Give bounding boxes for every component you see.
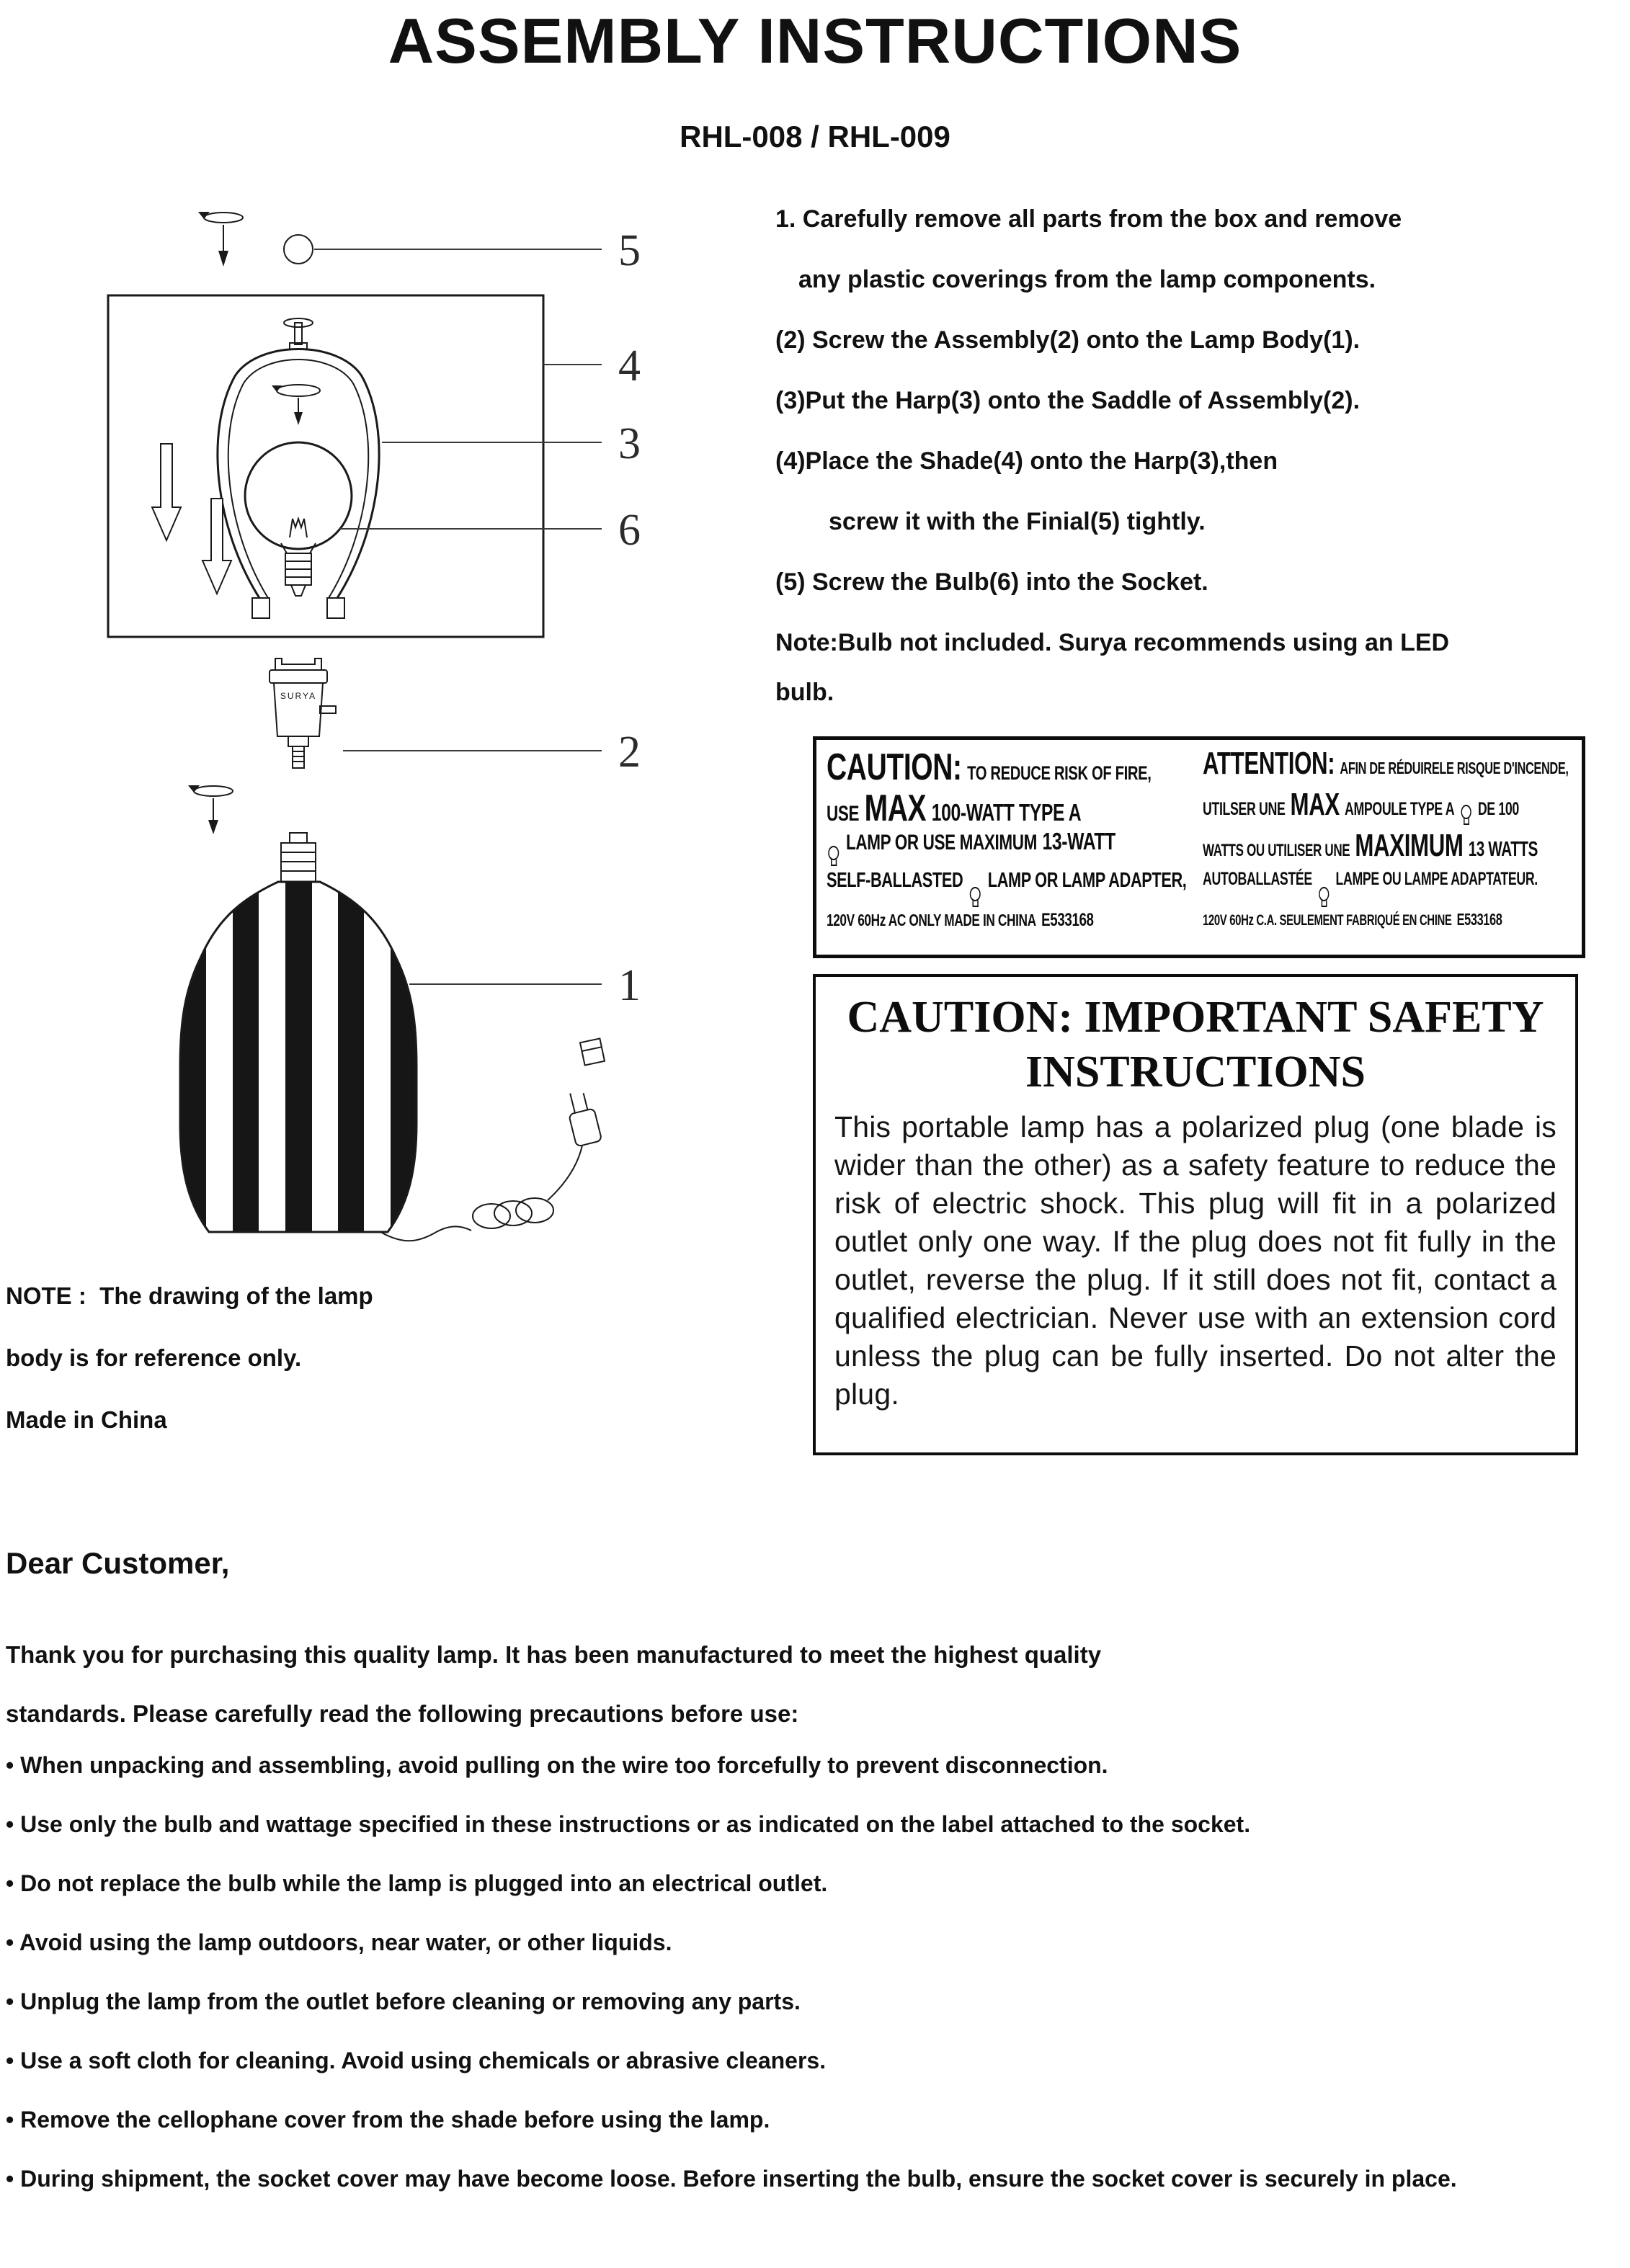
caution-line2a: USE bbox=[827, 802, 860, 826]
caution-line4a: SELF-BALLASTED bbox=[827, 869, 963, 892]
safety-title-line2: INSTRUCTIONS bbox=[1025, 1048, 1366, 1097]
attention-word: ATTENTION: bbox=[1203, 746, 1335, 781]
model-number: RHL-008 / RHL-009 bbox=[680, 120, 950, 153]
precaution-item: Do not replace the bulb while the lamp i… bbox=[6, 1865, 1555, 1902]
harp-part bbox=[216, 348, 380, 619]
attention-maximum-word: MAXIMUM bbox=[1355, 828, 1464, 863]
assembly-steps: 1. Carefully remove all parts from the b… bbox=[775, 189, 1611, 712]
callout-number-assembly: 2 bbox=[618, 728, 641, 777]
assembly-step-line: (3)Put the Harp(3) onto the Saddle of As… bbox=[775, 387, 1360, 414]
power-plug bbox=[569, 1092, 602, 1147]
caution-line2b: 100-WATT TYPE A bbox=[931, 799, 1082, 826]
precautions-list: When unpacking and assembling, avoid pul… bbox=[6, 1746, 1555, 2197]
finial-rotation-arrows bbox=[198, 212, 244, 267]
caution-max-word: MAX bbox=[864, 787, 927, 829]
plug-cover bbox=[579, 1037, 606, 1066]
attention-line4b: LAMPE OU LAMPE ADAPTATEUR. bbox=[1335, 869, 1538, 889]
reference-note: NOTE : The drawing of the lamp body is f… bbox=[6, 1265, 539, 1451]
callout-number-shade: 4 bbox=[618, 341, 641, 390]
caution-wattage: 13-WATT bbox=[1042, 828, 1115, 854]
note-line1: NOTE : The drawing of the lamp bbox=[6, 1282, 373, 1309]
caution-line1: TO REDUCE RISK OF FIRE, bbox=[967, 762, 1152, 784]
note-line2: body is for reference only. bbox=[6, 1344, 302, 1371]
intro-line2: standards. Please carefully read the fol… bbox=[6, 1700, 799, 1727]
assembly-step-line: bulb. bbox=[775, 679, 834, 706]
made-in-china-text: Made in China bbox=[6, 1406, 167, 1433]
assembly-step-line: screw it with the Finial(5) tightly. bbox=[829, 508, 1206, 535]
attention-line1: AFIN DE RÉDUIRELE RISQUE D'INCENDE, bbox=[1340, 759, 1569, 777]
harp-stud bbox=[283, 318, 313, 350]
precaution-item: Remove the cellophane cover from the sha… bbox=[6, 2101, 1555, 2138]
precaution-item: During shipment, the socket cover may ha… bbox=[6, 2160, 1555, 2197]
caution-line3a: LAMP OR USE MAXIMUM bbox=[846, 831, 1037, 854]
socket-assembly-part: SURYA bbox=[269, 658, 337, 769]
lamp-assembly-diagram: 5 4 3 bbox=[107, 212, 641, 1242]
assembly-step-line: any plastic coverings from the lamp comp… bbox=[798, 266, 1376, 293]
power-cord bbox=[380, 1145, 583, 1242]
safety-instructions-box: CAUTION: IMPORTANT SAFETY INSTRUCTIONS T… bbox=[813, 974, 1578, 1455]
precaution-item: Avoid using the lamp outdoors, near wate… bbox=[6, 1924, 1555, 1961]
bulb-icon bbox=[1317, 885, 1330, 910]
attention-wattage: 13 WATTS bbox=[1468, 838, 1538, 861]
attention-line3a: WATTS OU UTILISER UNE bbox=[1203, 841, 1350, 860]
intro-line1: Thank you for purchasing this quality la… bbox=[6, 1641, 1102, 1668]
customer-intro: Thank you for purchasing this quality la… bbox=[6, 1625, 1626, 1744]
precaution-item: When unpacking and assembling, avoid pul… bbox=[6, 1746, 1555, 1784]
callout-number-bulb: 6 bbox=[618, 506, 641, 555]
assembly-step-line: 1. Carefully remove all parts from the b… bbox=[775, 205, 1402, 233]
bulb-icon bbox=[827, 844, 841, 869]
assembly-step-line: Note:Bulb not included. Surya recommends… bbox=[775, 629, 1450, 656]
precaution-item: Use a soft cloth for cleaning. Avoid usi… bbox=[6, 2042, 1555, 2079]
precaution-item: Use only the bulb and wattage specified … bbox=[6, 1805, 1555, 1843]
attention-line2c: DE 100 bbox=[1477, 799, 1519, 819]
precaution-item: Unplug the lamp from the outlet before c… bbox=[6, 1983, 1555, 2020]
attention-rating-line: 120V 60Hz C.A. SEULEMENT FABRIQUÉ EN CHI… bbox=[1203, 912, 1452, 929]
caution-line4b: LAMP OR LAMP ADAPTER, bbox=[987, 869, 1187, 892]
bulb-rotation-arrows bbox=[272, 384, 321, 425]
insert-direction-arrows bbox=[151, 443, 233, 596]
bulb-icon bbox=[968, 885, 983, 910]
customer-section: Dear Customer, Thank you for purchasing … bbox=[6, 1542, 1626, 2219]
assembly-step-line: (5) Screw the Bulb(6) into the Socket. bbox=[775, 568, 1208, 596]
callout-number-body: 1 bbox=[618, 961, 641, 1010]
assembly-rotation-arrows bbox=[188, 785, 233, 834]
caution-rating-label: CAUTION: TO REDUCE RISK OF FIRE, USE MAX… bbox=[813, 736, 1585, 958]
caution-label-english: CAUTION: TO REDUCE RISK OF FIRE, USE MAX… bbox=[827, 746, 1200, 951]
ul-file-number: E533168 bbox=[1456, 910, 1502, 929]
bulb-part bbox=[244, 441, 353, 597]
callout-number-finial: 5 bbox=[618, 226, 641, 275]
socket-switch-knob bbox=[319, 705, 337, 714]
safety-title-line1: CAUTION: IMPORTANT SAFETY bbox=[847, 993, 1544, 1042]
finial-part bbox=[283, 234, 313, 264]
callout-number-harp: 3 bbox=[618, 419, 641, 468]
socket-brand-text: SURYA bbox=[280, 691, 316, 701]
shade-outline bbox=[107, 294, 545, 638]
attention-max-word: MAX bbox=[1290, 787, 1340, 822]
caution-label-french: ATTENTION: AFIN DE RÉDUIRELE RISQUE D'IN… bbox=[1203, 746, 1571, 951]
bulb-icon bbox=[1459, 803, 1472, 828]
lamp-body-part bbox=[179, 832, 418, 1233]
assembly-step-line: (4)Place the Shade(4) onto the Harp(3),t… bbox=[775, 447, 1278, 475]
attention-line2b: AMPOULE TYPE A bbox=[1345, 799, 1455, 819]
attention-line2a: UTILSER UNE bbox=[1203, 799, 1286, 819]
safety-body-text: This portable lamp has a polarized plug … bbox=[834, 1110, 1556, 1411]
assembly-step-line: (2) Screw the Assembly(2) onto the Lamp … bbox=[775, 326, 1360, 354]
attention-line4a: AUTOBALLASTÉE bbox=[1203, 869, 1312, 889]
ul-file-number: E533168 bbox=[1041, 910, 1094, 930]
page-title: ASSEMBLY INSTRUCTIONS bbox=[388, 5, 1242, 76]
caution-rating-line: 120V 60Hz AC ONLY MADE IN CHINA bbox=[827, 911, 1036, 929]
dear-customer-heading: Dear Customer, bbox=[6, 1546, 230, 1580]
caution-word: CAUTION: bbox=[827, 746, 962, 788]
